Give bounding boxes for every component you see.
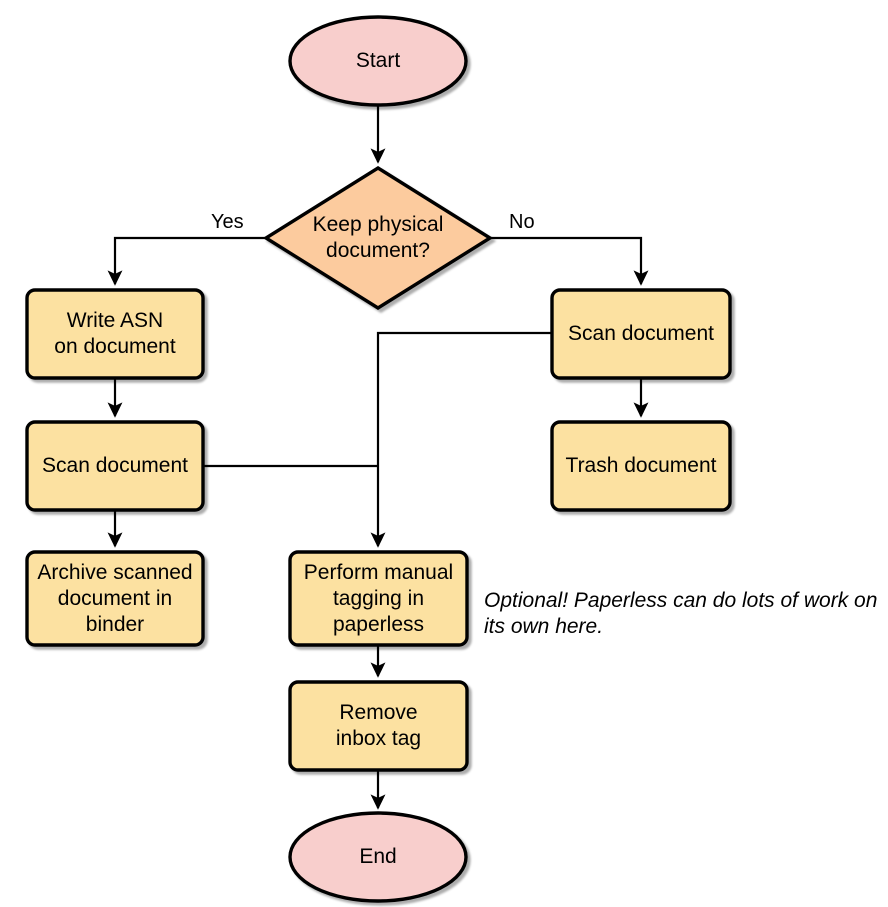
node-trash-document[interactable] [550, 420, 732, 512]
edge-scan-right-to-tagging [370, 331, 552, 548]
node-scan-document-left[interactable] [25, 420, 205, 512]
node-scan-document-right[interactable] [550, 288, 732, 380]
node-archive-scanned-document-in-binder[interactable] [25, 550, 205, 647]
node-decision-keep-physical-document[interactable] [262, 165, 494, 311]
node-remove-inbox-tag[interactable] [288, 680, 469, 772]
edge-decision-no-to-scan-right [490, 236, 649, 286]
edge-label-yes: Yes [211, 211, 244, 233]
node-start[interactable] [288, 15, 468, 107]
optional-note: Optional! Paperless can do lots of work … [484, 589, 878, 638]
node-perform-manual-tagging-in-paperless[interactable] [288, 550, 469, 647]
edge-label-no: No [509, 211, 535, 233]
node-write-asn-on-document[interactable] [25, 288, 205, 380]
edge-decision-yes-to-write-asn [107, 236, 265, 286]
node-end[interactable] [288, 811, 468, 903]
